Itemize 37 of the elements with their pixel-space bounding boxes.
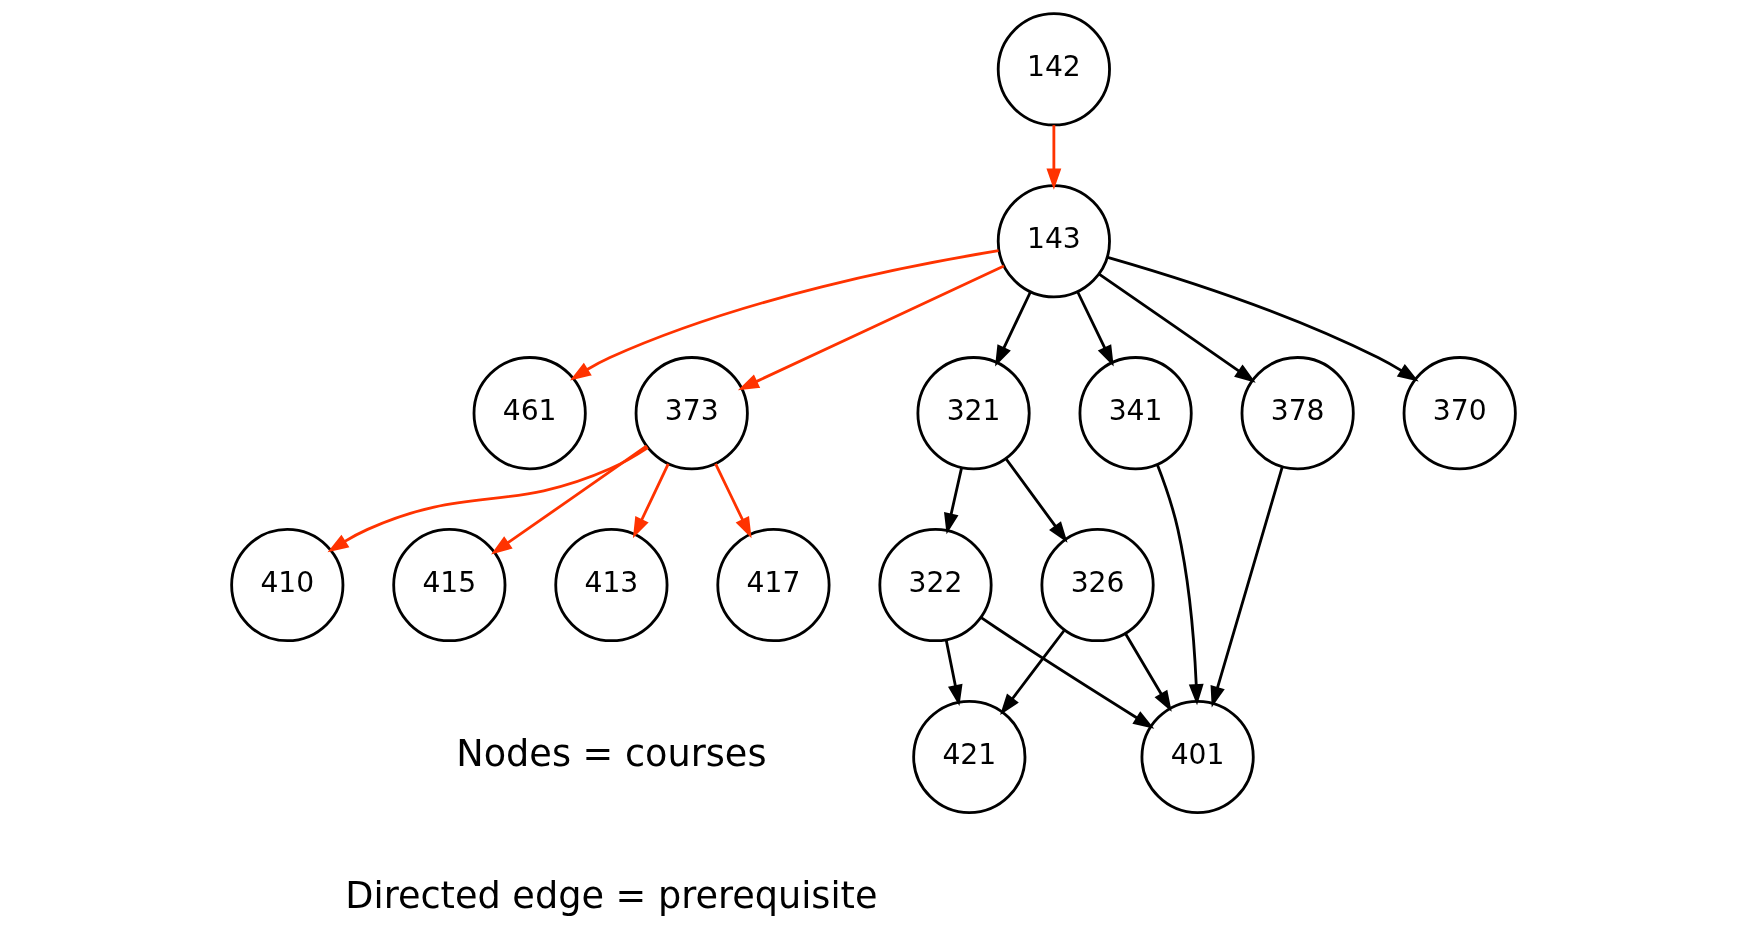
arrow (1210, 466, 1284, 708)
arrow (979, 616, 1154, 729)
node-circle: 322 (877, 528, 993, 643)
arrow (1155, 464, 1204, 706)
node-circle: 326 (1040, 528, 1155, 643)
arrow (737, 264, 1004, 391)
node-circle: 143 (996, 184, 1111, 299)
node-circle: 370 (1402, 356, 1517, 471)
node-circle: 142 (996, 12, 1111, 127)
arrow (632, 463, 670, 539)
arrow (943, 467, 963, 535)
arrow (1075, 291, 1114, 367)
node-circle: 341 (1078, 356, 1193, 471)
node-circle: 410 (229, 528, 344, 643)
node-circle: 461 (472, 356, 587, 471)
arrow (1004, 457, 1068, 543)
arrow (327, 446, 649, 553)
arrow (490, 444, 647, 555)
arrow (1045, 125, 1061, 190)
arrow (999, 629, 1066, 715)
arrow (713, 463, 752, 539)
label: Nodes = courses (455, 731, 766, 775)
arrow (1106, 255, 1419, 382)
arrow (1097, 272, 1256, 383)
node-circle: 373 (634, 356, 749, 471)
label: Directed edge = prerequisite (344, 874, 878, 918)
arrow (944, 639, 963, 706)
arrow (994, 291, 1032, 367)
node-circle: 378 (1240, 356, 1355, 471)
node-circle: 401 (1140, 699, 1255, 815)
node-circle: 413 (553, 528, 668, 643)
node-circle: 417 (715, 528, 830, 643)
node-circle: 321 (916, 356, 1031, 471)
arrow (569, 249, 999, 381)
arrow (1123, 632, 1172, 712)
node-circle: 421 (911, 699, 1026, 815)
node-circle: 415 (391, 528, 506, 643)
